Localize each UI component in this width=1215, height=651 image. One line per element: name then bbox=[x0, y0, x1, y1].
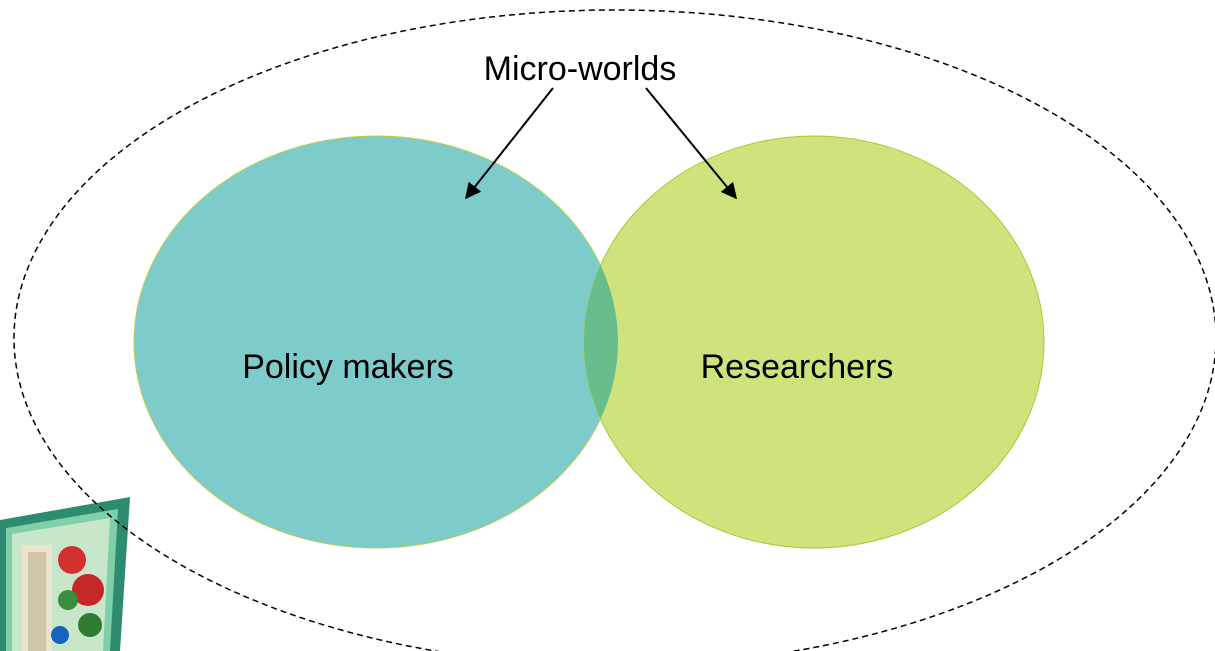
policy-makers-circle bbox=[133, 135, 619, 549]
arrow-to-policy-makers bbox=[465, 87, 554, 200]
micro-worlds-label: Micro-worlds bbox=[484, 50, 677, 88]
outer-boundary-ellipse bbox=[13, 9, 1215, 651]
policy-makers-label: Policy makers bbox=[242, 348, 454, 386]
photo-thumbnail-icon bbox=[0, 497, 130, 651]
researchers-circle bbox=[583, 135, 1045, 549]
researchers-label: Researchers bbox=[701, 348, 894, 386]
arrow-to-researchers bbox=[645, 87, 738, 200]
